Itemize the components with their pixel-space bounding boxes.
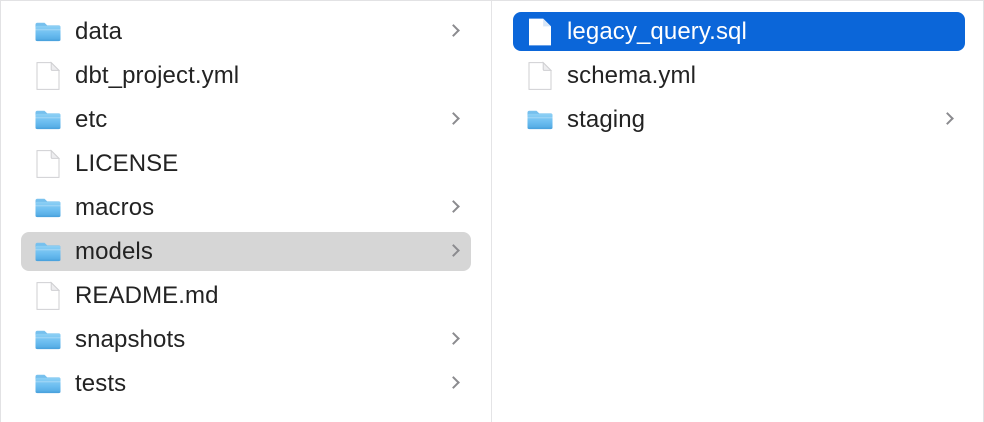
document-icon <box>33 60 63 91</box>
folder-icon <box>33 17 63 47</box>
chevron-right-icon[interactable] <box>447 242 461 262</box>
item-label: data <box>75 17 123 45</box>
file-row[interactable]: LICENSE <box>21 144 471 183</box>
item-label: schema.yml <box>567 61 697 89</box>
file-row[interactable]: legacy_query.sql <box>513 12 965 51</box>
folder-row[interactable]: models <box>21 232 471 271</box>
file-row[interactable]: dbt_project.yml <box>21 56 471 95</box>
item-label: legacy_query.sql <box>567 17 747 45</box>
item-label: snapshots <box>75 325 186 353</box>
chevron-right-icon[interactable] <box>447 110 461 130</box>
item-label: staging <box>567 105 646 133</box>
folder-icon <box>33 237 63 267</box>
item-label: README.md <box>75 281 219 309</box>
folder-icon <box>33 105 63 135</box>
item-label: tests <box>75 369 127 397</box>
folder-row[interactable]: etc <box>21 100 471 139</box>
folder-icon <box>33 193 63 223</box>
item-label: macros <box>75 193 155 221</box>
file-row[interactable]: README.md <box>21 276 471 315</box>
folder-icon <box>525 105 555 135</box>
document-icon <box>33 148 63 179</box>
chevron-right-icon[interactable] <box>447 198 461 218</box>
chevron-right-icon[interactable] <box>447 330 461 350</box>
document-icon <box>525 60 555 91</box>
chevron-right-icon[interactable] <box>447 374 461 394</box>
document-icon <box>525 17 555 47</box>
item-label: etc <box>75 105 108 133</box>
folder-row[interactable]: macros <box>21 188 471 227</box>
folder-row[interactable]: tests <box>21 364 471 403</box>
folder-row[interactable]: staging <box>513 100 965 139</box>
chevron-right-icon[interactable] <box>447 22 461 42</box>
file-column-child: legacy_query.sql schema.yml staging <box>493 1 983 422</box>
folder-row[interactable]: snapshots <box>21 320 471 359</box>
item-label: dbt_project.yml <box>75 61 240 89</box>
folder-row[interactable]: data <box>21 12 471 51</box>
folder-icon <box>33 369 63 399</box>
folder-icon <box>33 325 63 355</box>
item-label: models <box>75 237 153 265</box>
document-icon <box>33 280 63 311</box>
chevron-right-icon[interactable] <box>941 110 955 130</box>
file-row[interactable]: schema.yml <box>513 56 965 95</box>
item-label: LICENSE <box>75 149 179 177</box>
